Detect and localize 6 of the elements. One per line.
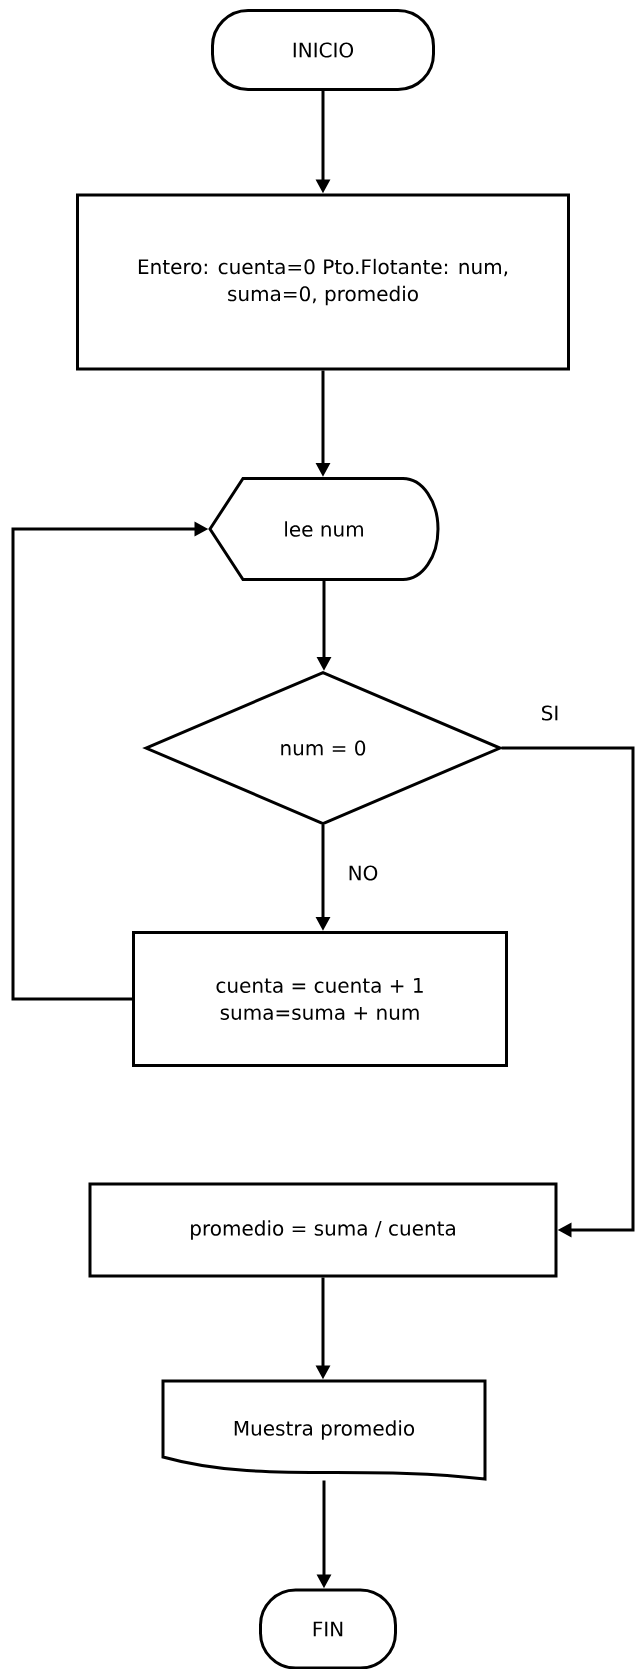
edge-label: NO — [345, 863, 381, 883]
edge-label: SI — [538, 703, 562, 723]
process-box: Entero: cuenta=0 Pto.Flotante: num, suma=0, promedio — [76, 193, 570, 371]
arrow — [501, 746, 635, 1238]
process-box: promedio = suma / cuenta — [88, 1182, 558, 1278]
process-box: cuenta = cuenta + 1 suma=suma + num — [132, 931, 508, 1067]
